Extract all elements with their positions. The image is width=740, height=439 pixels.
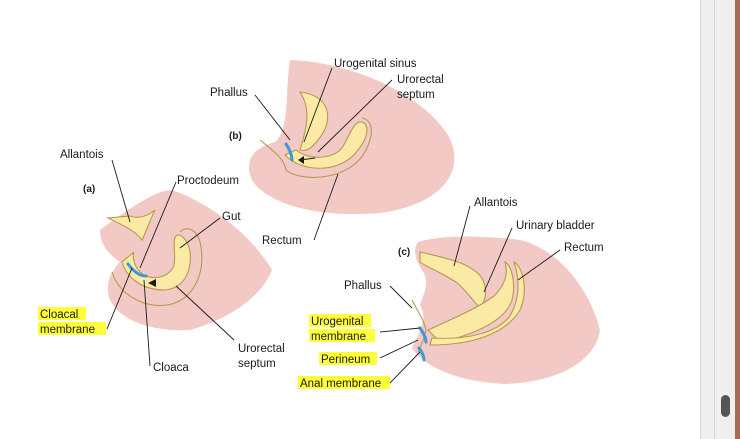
label-b-urorectal-septum-2: septum bbox=[397, 89, 435, 101]
panel-b-cloacal-membrane bbox=[284, 142, 294, 162]
panel-c-urogenital-membrane bbox=[418, 326, 428, 344]
panel-a-hindgut-outline bbox=[111, 228, 203, 307]
panel-a-cloaca-tube bbox=[121, 234, 191, 291]
label-c-phallus: Phallus bbox=[344, 280, 382, 292]
label-a-cloacal-membrane-2: membrane bbox=[40, 324, 95, 336]
scrollbar-divider bbox=[714, 0, 715, 439]
label-c-allantois: Allantois bbox=[474, 197, 518, 209]
label-a-proctodeum: Proctodeum bbox=[177, 175, 239, 187]
label-a-gut: Gut bbox=[222, 211, 241, 223]
label-c-anal-membrane: Anal membrane bbox=[300, 378, 381, 390]
leader-lines bbox=[106, 67, 561, 384]
label-a-cloacal-membrane-1: Cloacal bbox=[40, 309, 78, 321]
highlights bbox=[38, 307, 390, 389]
label-a-allantois: Allantois bbox=[60, 149, 104, 161]
window-edge bbox=[735, 0, 740, 439]
vertical-scrollbar-track[interactable] bbox=[700, 0, 740, 439]
label-c-rectum: Rectum bbox=[564, 242, 604, 254]
panel-b-arrowhead bbox=[298, 156, 304, 164]
label-a-urorectal-septum-1: Urorectal bbox=[238, 343, 285, 355]
panel-b-urogenital-tube bbox=[298, 91, 329, 152]
panel-c-anal-membrane bbox=[417, 346, 426, 362]
label-c-urogenital-membrane-2: membrane bbox=[311, 331, 366, 343]
panel-c-tag: (c) bbox=[398, 247, 410, 258]
panel-c-bladder-tube bbox=[427, 260, 515, 343]
panel-c bbox=[411, 236, 600, 384]
label-c-perineum: Perineum bbox=[321, 354, 370, 366]
label-c-urinary-bladder: Urinary bladder bbox=[516, 220, 595, 232]
panel-b-tag: (b) bbox=[229, 131, 242, 142]
panel-a-cloacal-membrane bbox=[126, 262, 148, 278]
panel-c-rectum-tube bbox=[429, 260, 525, 346]
panel-a bbox=[100, 190, 272, 331]
panel-a-tag: (a) bbox=[83, 184, 95, 195]
label-c-urogenital-membrane-1: Urogenital bbox=[311, 316, 363, 328]
label-a-urorectal-septum-2: septum bbox=[238, 358, 276, 370]
panel-b-rectum-tube bbox=[284, 121, 368, 169]
label-b-rectum: Rectum bbox=[262, 235, 302, 247]
vertical-scrollbar-thumb[interactable] bbox=[721, 395, 730, 417]
label-b-urorectal-septum-1: Urorectal bbox=[397, 74, 444, 86]
panel-a-allantois-tube bbox=[106, 209, 156, 242]
panel-a-arrowhead bbox=[148, 279, 156, 287]
label-a-cloaca: Cloaca bbox=[153, 362, 189, 374]
label-b-urogenital-sinus: Urogenital sinus bbox=[334, 58, 417, 70]
panel-b bbox=[248, 60, 455, 215]
label-b-phallus: Phallus bbox=[210, 87, 248, 99]
panel-b-hindgut-outline bbox=[259, 117, 372, 178]
